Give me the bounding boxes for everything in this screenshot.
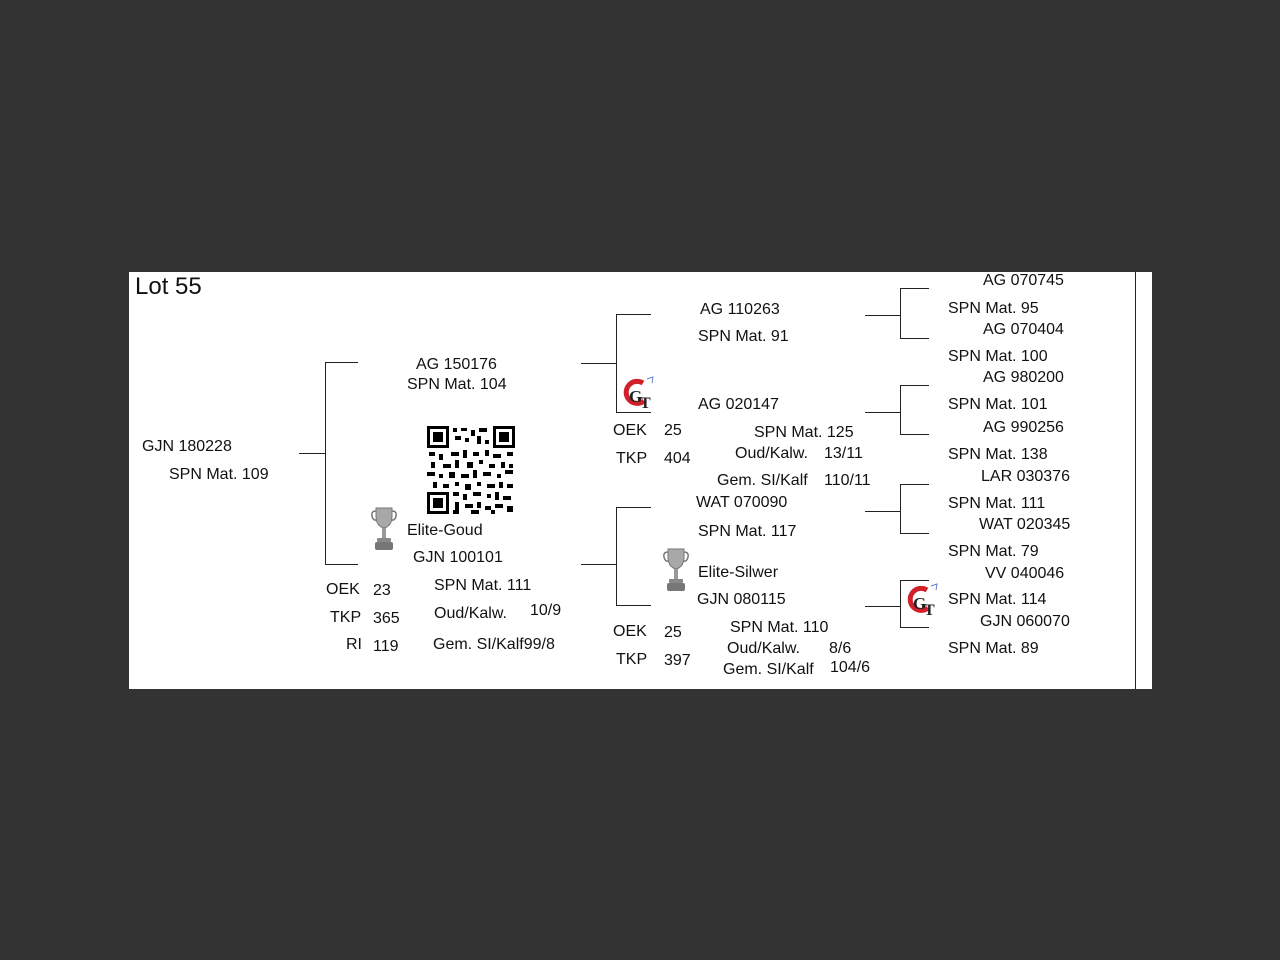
pedigree-document: Lot 55 GJN 180228 SPN Mat. 109 AG 150176…: [129, 272, 1152, 689]
dds-spn: SPN Mat. 114: [948, 591, 1047, 608]
dam-tkp: 365: [373, 610, 400, 627]
dam-tkp-label: TKP: [330, 609, 362, 626]
connector: [900, 288, 929, 289]
sd-oud-label: Oud/Kalw.: [735, 445, 808, 462]
connector: [865, 315, 900, 316]
dd-spn: SPN Mat. 110: [730, 619, 829, 636]
sss-spn: SPN Mat. 95: [948, 300, 1039, 317]
trophy-icon: [663, 548, 689, 591]
dss-id: LAR 030376: [981, 468, 1070, 485]
connector: [900, 627, 929, 628]
ssd-spn: SPN Mat. 100: [948, 348, 1048, 365]
svg-text:G: G: [913, 594, 926, 613]
dd-oud: 8/6: [829, 640, 852, 657]
ddd-id: GJN 060070: [980, 613, 1070, 630]
connector: [900, 385, 901, 434]
dam-oek-label: OEK: [326, 581, 360, 598]
sss-id: AG 070745: [983, 272, 1064, 289]
connector: [325, 362, 358, 363]
connector: [865, 511, 900, 512]
ssd-id: AG 070404: [983, 321, 1064, 338]
sd-tkp-label: TKP: [616, 450, 648, 467]
sd-tkp: 404: [664, 450, 691, 467]
sd-spn: SPN Mat. 125: [754, 424, 854, 441]
connector: [616, 605, 651, 606]
connector: [865, 606, 900, 607]
sds-spn: SPN Mat. 101: [948, 396, 1048, 413]
dd-tkp-label: TKP: [616, 651, 648, 668]
connector: [616, 412, 651, 413]
page-edge-line: [1135, 272, 1136, 689]
dd-tkp: 397: [664, 652, 691, 669]
ddd-spn: SPN Mat. 89: [948, 640, 1039, 657]
connector: [616, 314, 617, 412]
connector: [581, 564, 616, 565]
sd-oud: 13/11: [824, 445, 863, 462]
trophy-icon: [371, 507, 397, 550]
connector: [616, 507, 651, 508]
ds-id: WAT 070090: [696, 494, 788, 511]
dd-oek: 25: [664, 624, 682, 641]
sd-id: AG 020147: [698, 396, 779, 413]
sire-id: AG 150176: [416, 356, 497, 373]
connector: [616, 507, 617, 605]
dam-ri: 119: [373, 638, 399, 655]
sd-gem: 110/11: [824, 472, 871, 489]
dam-oek: 23: [373, 582, 391, 599]
connector: [900, 580, 901, 627]
dsd-spn: SPN Mat. 79: [948, 543, 1039, 560]
animal-spn: SPN Mat. 109: [169, 466, 269, 483]
connector: [900, 484, 901, 533]
connector: [900, 484, 929, 485]
connector: [900, 385, 929, 386]
connector: [325, 362, 326, 564]
dam-gem: Gem. SI/Kalf99/8: [433, 636, 555, 653]
connector: [900, 338, 929, 339]
dam-id: GJN 100101: [413, 549, 503, 566]
dd-award: Elite-Silwer: [698, 564, 779, 581]
dsd-id: WAT 020345: [979, 516, 1071, 533]
dam-ri-label: RI: [346, 636, 362, 653]
sdd-spn: SPN Mat. 138: [948, 446, 1048, 463]
sd-oek: 25: [664, 422, 682, 439]
dam-spn: SPN Mat. 111: [434, 577, 532, 594]
connector: [900, 288, 901, 338]
sire-spn: SPN Mat. 104: [407, 376, 507, 393]
dam-oud-label: Oud/Kalw.: [434, 605, 507, 622]
ss-spn: SPN Mat. 91: [698, 328, 789, 345]
dd-gem: 104/6: [830, 659, 871, 676]
gt-logo-icon: G T: [623, 376, 654, 411]
lot-title: Lot 55: [135, 273, 202, 300]
dss-spn: SPN Mat. 111: [948, 495, 1046, 512]
qr-code: [427, 426, 515, 514]
dd-oek-label: OEK: [613, 623, 647, 640]
sds-id: AG 980200: [983, 369, 1064, 386]
dds-id: VV 040046: [985, 565, 1065, 582]
connector: [900, 533, 929, 534]
dd-oud-label: Oud/Kalw.: [727, 640, 800, 657]
connector: [299, 453, 325, 454]
connector: [616, 314, 651, 315]
sd-gem-label: Gem. SI/Kalf: [717, 472, 808, 489]
ss-id: AG 110263: [700, 301, 780, 318]
dam-oud: 10/9: [530, 602, 562, 619]
ds-spn: SPN Mat. 117: [698, 523, 797, 540]
connector: [865, 412, 900, 413]
sd-oek-label: OEK: [613, 422, 647, 439]
dd-gem-label: Gem. SI/Kalf: [723, 661, 814, 678]
connector: [325, 564, 358, 565]
connector: [581, 363, 616, 364]
svg-text:T: T: [640, 395, 651, 411]
svg-text:G: G: [629, 387, 642, 406]
dam-award: Elite-Goud: [407, 522, 483, 539]
animal-id: GJN 180228: [142, 438, 232, 455]
gt-logo-icon: G T: [907, 583, 938, 618]
connector: [900, 434, 929, 435]
dd-id: GJN 080115: [697, 591, 786, 608]
svg-text:T: T: [924, 602, 935, 618]
sdd-id: AG 990256: [983, 419, 1064, 436]
connector: [900, 580, 929, 581]
